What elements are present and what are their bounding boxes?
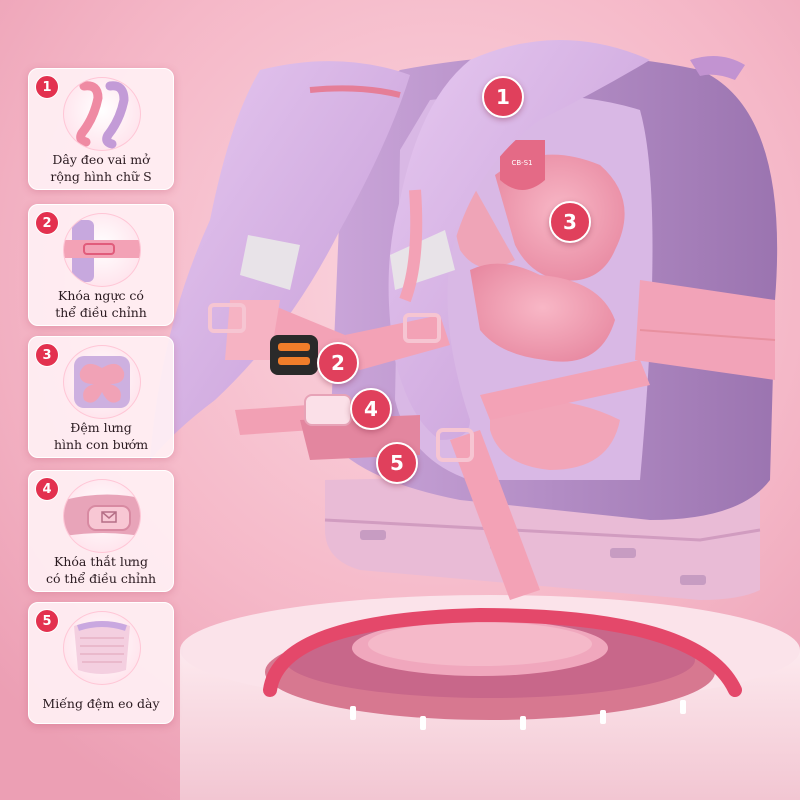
feature-caption-line2: có thể điều chỉnh <box>45 571 157 586</box>
feature-caption-line1: Khóa thắt lưng <box>54 554 148 569</box>
chest-buckle-icon <box>63 213 141 287</box>
callout-marker-5: 5 <box>376 442 418 484</box>
shield-logo-icon: CB-S1 <box>500 140 545 190</box>
feature-caption-line2: rộng hình chữ S <box>50 169 152 184</box>
feature-caption-line1: Dây đeo vai mở <box>52 152 150 167</box>
feature-caption-line1: Đệm lưng <box>70 420 132 435</box>
waist-buckle <box>304 394 352 426</box>
callout-marker-4: 4 <box>350 388 392 430</box>
feature-card-4: 4 Khóa thắt lưng có thể điều chỉnh <box>28 470 174 592</box>
waist-buckle-icon <box>63 479 141 553</box>
svg-text:CB-S1: CB-S1 <box>511 159 532 167</box>
feature-number-badge: 4 <box>35 477 59 501</box>
feature-number-badge: 2 <box>35 211 59 235</box>
left-shoulder-strap <box>150 61 410 460</box>
chest-buckle <box>270 335 318 375</box>
feature-card-5: 5 Miếng đệm eo dày <box>28 602 174 724</box>
waist-cushion-icon <box>63 611 141 685</box>
callout-marker-1: 1 <box>482 76 524 118</box>
callout-marker-3: 3 <box>549 201 591 243</box>
feature-caption-line1: Miếng đệm eo dày <box>42 696 160 711</box>
feature-number-badge: 1 <box>35 75 59 99</box>
feature-card-2: 2 Khóa ngực có thể điều chỉnh <box>28 204 174 326</box>
feature-card-3: 3 Đệm lưng hình con bướm <box>28 336 174 458</box>
feature-caption-line2: thể điều chỉnh <box>55 305 147 320</box>
butterfly-pad-icon <box>63 345 141 419</box>
feature-caption-line2: hình con bướm <box>53 437 149 452</box>
feature-number-badge: 3 <box>35 343 59 367</box>
callout-marker-2: 2 <box>317 342 359 384</box>
backpack: CB-S1 <box>150 40 778 600</box>
s-strap-icon <box>63 77 141 151</box>
feature-card-1: 1 Dây đeo vai mở rộng hình chữ S <box>28 68 174 190</box>
feature-caption-line1: Khóa ngực có <box>58 288 144 303</box>
pedestal <box>180 595 800 800</box>
feature-number-badge: 5 <box>35 609 59 633</box>
